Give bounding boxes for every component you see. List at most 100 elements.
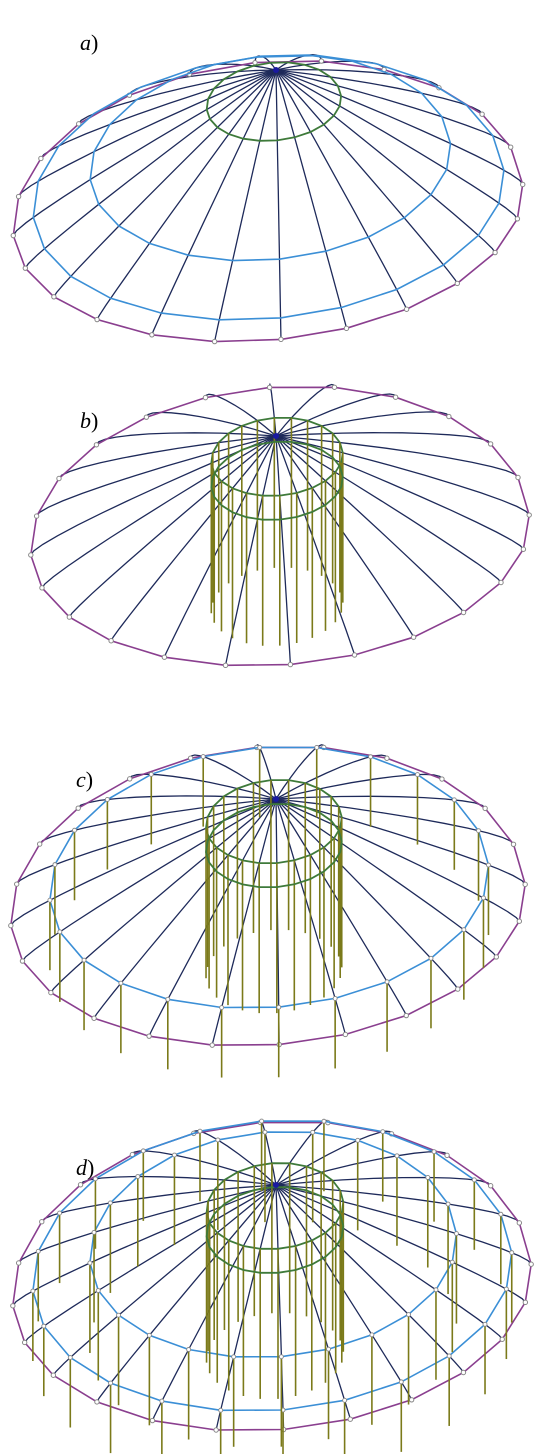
base-node-8 xyxy=(146,1033,152,1039)
rib-7 xyxy=(211,798,277,1046)
base-node-9 xyxy=(94,1399,100,1405)
base-node-5 xyxy=(342,1031,349,1038)
rib-4 xyxy=(275,69,408,310)
mid-strut-node-21 xyxy=(431,1149,437,1155)
mid-strut-node-2 xyxy=(482,1321,488,1327)
inner-strut-node-11 xyxy=(95,1288,101,1293)
inner-strut-node-23 xyxy=(445,1201,451,1207)
base-node-22 xyxy=(479,111,485,117)
inner-strut-node-22 xyxy=(425,1175,431,1180)
apex-hub xyxy=(273,1182,279,1188)
base-node-8 xyxy=(161,654,168,660)
rib-14 xyxy=(41,1184,277,1223)
base-node-2 xyxy=(492,249,498,256)
mid-strut-node-14 xyxy=(57,1210,63,1216)
base-node-23 xyxy=(516,1220,523,1226)
inner-strut-node-15 xyxy=(135,1174,141,1179)
rib-3 xyxy=(275,435,465,613)
mid-strut-node-21 xyxy=(415,772,420,778)
base-node-14 xyxy=(38,155,44,162)
inner-strut-node-18 xyxy=(262,1129,268,1135)
base-node-9 xyxy=(108,638,114,644)
base-node-11 xyxy=(19,958,26,964)
rib-5 xyxy=(275,798,347,1035)
rib-5 xyxy=(275,69,348,329)
rib-17 xyxy=(193,1130,277,1186)
base-node-14 xyxy=(39,1219,45,1225)
rib-6 xyxy=(275,69,282,340)
base-node-0 xyxy=(526,512,532,518)
base-node-16 xyxy=(127,776,133,782)
rib-22 xyxy=(275,69,483,115)
dome-drawing-d xyxy=(10,1118,534,1454)
rib-0 xyxy=(275,798,526,885)
base-node-2 xyxy=(499,1336,505,1342)
base-node-4 xyxy=(403,1012,409,1019)
base-node-15 xyxy=(77,1182,84,1188)
mid-strut-node-2 xyxy=(461,927,467,933)
panel-a: a) xyxy=(0,0,538,360)
mid-strut-node-19 xyxy=(321,1118,327,1124)
base-node-10 xyxy=(48,989,54,996)
inner-strut-node-12 xyxy=(87,1260,93,1266)
mid-strut-node-11 xyxy=(41,1323,47,1329)
base-node-7 xyxy=(211,338,218,345)
center-ring-lower xyxy=(210,441,344,521)
panel-d: d) xyxy=(0,1090,538,1454)
mid-strut-node-23 xyxy=(498,1211,504,1217)
base-node-11 xyxy=(21,1339,28,1346)
inner-strut-node-0 xyxy=(453,1231,459,1237)
rib-3 xyxy=(275,798,459,990)
mid-strut-node-1 xyxy=(503,1286,509,1292)
base-node-2 xyxy=(498,579,504,586)
center-ring-lower xyxy=(205,803,343,888)
mid-strut-node-19 xyxy=(314,745,320,750)
rib-13 xyxy=(16,798,277,885)
mid-strut-node-10 xyxy=(81,957,87,963)
panel-label-a: a) xyxy=(80,30,99,55)
base-node-4 xyxy=(410,634,417,640)
inner-strut-node-4 xyxy=(369,1332,375,1338)
mid-strut-node-4 xyxy=(384,979,390,985)
apex-hub xyxy=(273,433,279,439)
rib-6 xyxy=(275,435,292,665)
panel-b: b) xyxy=(0,360,538,720)
inner-strut-node-3 xyxy=(406,1312,411,1317)
mid-strut-node-0 xyxy=(509,1250,515,1256)
mid-strut-node-7 xyxy=(219,1005,225,1010)
mid-strut-node-8 xyxy=(159,1398,165,1404)
mid-strut-node-14 xyxy=(72,827,77,833)
base-node-13 xyxy=(15,1260,22,1266)
rib-5 xyxy=(275,435,356,656)
center-ring xyxy=(210,417,344,497)
inner-strut-node-17 xyxy=(215,1137,221,1143)
base-node-17 xyxy=(202,394,209,401)
rib-10 xyxy=(52,1184,277,1376)
mid-strut-node-23 xyxy=(476,828,481,834)
rib-21 xyxy=(275,1151,448,1186)
rib-11 xyxy=(24,69,277,269)
base-node-4 xyxy=(403,306,410,312)
base-node-3 xyxy=(460,609,467,616)
mid-strut-node-16 xyxy=(140,1148,146,1154)
inner-strut-node-19 xyxy=(310,1129,316,1135)
center-ring-lower xyxy=(205,1186,345,1274)
base-node-7 xyxy=(213,1427,219,1433)
base-node-11 xyxy=(39,585,45,591)
base-node-18 xyxy=(266,384,273,391)
rib-11 xyxy=(21,798,277,962)
panel-label-d: d) xyxy=(76,1155,95,1180)
mid-strut-node-15 xyxy=(92,1176,98,1182)
mid-strut-node-9 xyxy=(108,1380,114,1386)
panel-label-b: b) xyxy=(80,408,99,433)
apex-hub xyxy=(273,796,279,802)
rib-19 xyxy=(275,1119,329,1186)
inner-strut-node-16 xyxy=(171,1152,177,1158)
base-node-7 xyxy=(222,662,229,669)
base-node-1 xyxy=(516,918,523,924)
base-node-5 xyxy=(343,325,350,332)
base-node-13 xyxy=(33,513,40,519)
base-node-6 xyxy=(278,336,284,343)
base-node-21 xyxy=(439,776,445,782)
base-node-0 xyxy=(522,881,528,888)
